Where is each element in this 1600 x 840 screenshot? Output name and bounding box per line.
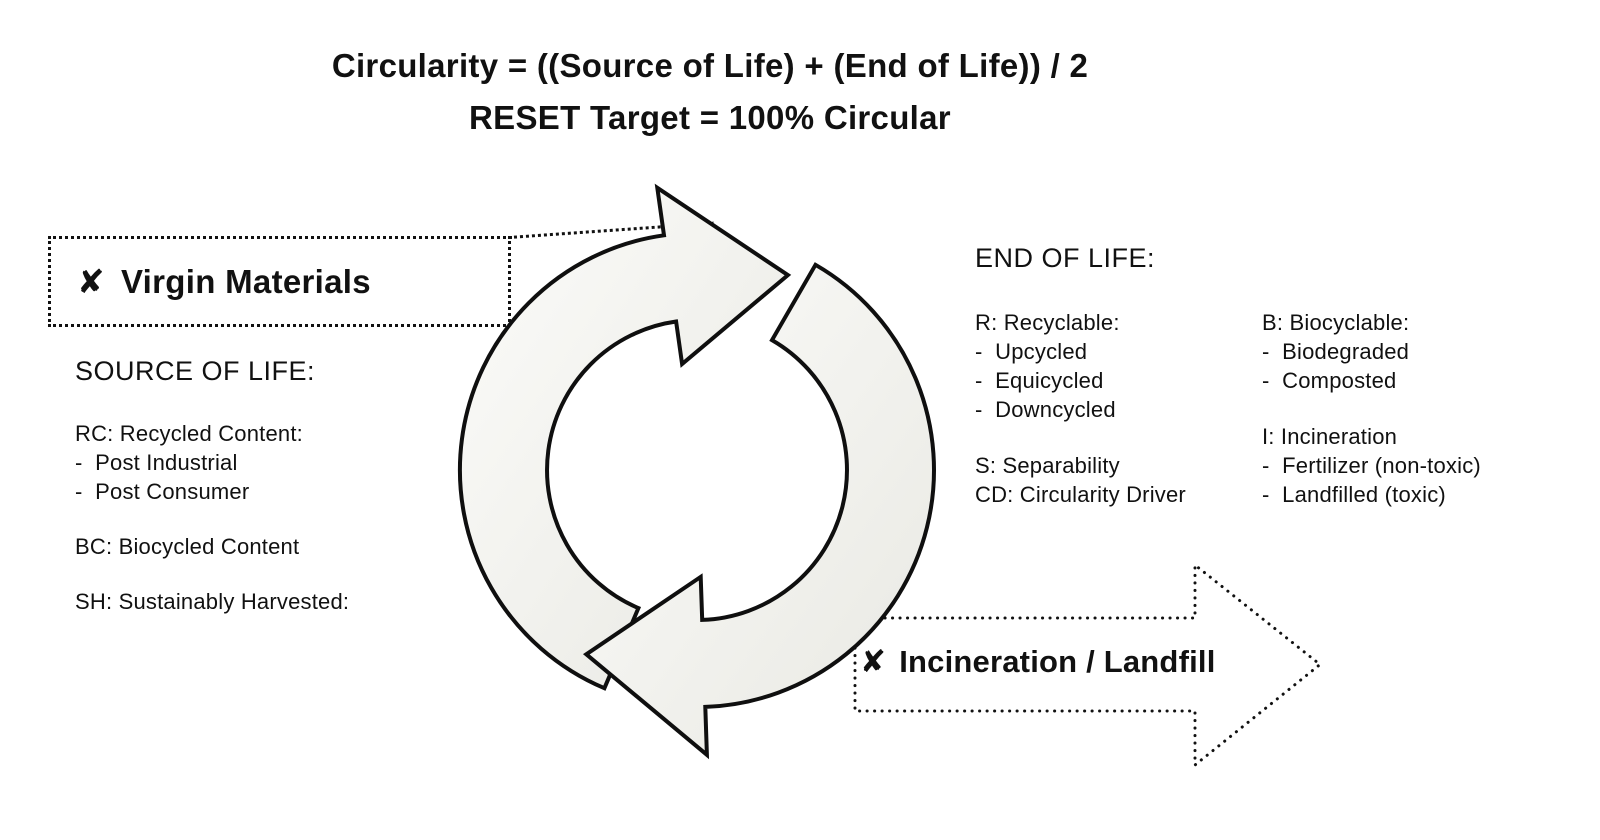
text-line: - Post Industrial: [75, 450, 238, 475]
recycled-content-group: RC: Recycled Content: - Post Industrial …: [75, 419, 349, 506]
cycle-arrows-icon: [457, 183, 936, 760]
source-of-life-heading: SOURCE OF LIFE:: [75, 356, 316, 386]
source-of-life-panel: SOURCE OF LIFE: RC: Recycled Content: - …: [75, 356, 349, 616]
text-line: RC: Recycled Content:: [75, 421, 303, 446]
text-line: SH: Sustainably Harvested:: [75, 589, 350, 614]
recyclable-group: R: Recyclable: - Upcycled - Equicycled -…: [975, 308, 1186, 424]
biocyclable-group: B: Biocyclable: - Biodegraded - Composte…: [1262, 308, 1481, 395]
separability-group: S: Separability CD: Circularity Driver: [975, 451, 1186, 509]
virgin-materials-label: Virgin Materials: [120, 262, 371, 300]
end-of-life-column-2: B: Biocyclable: - Biodegraded - Composte…: [1262, 308, 1481, 509]
text-line: - Downcycled: [975, 397, 1116, 422]
virgin-materials-box: ✘ Virgin Materials: [48, 236, 511, 327]
text-line: - Upcycled: [975, 339, 1088, 364]
end-of-life-column-1: R: Recyclable: - Upcycled - Equicycled -…: [975, 308, 1186, 509]
text-line: I: Incineration: [1262, 424, 1398, 449]
text-line: R: Recyclable:: [975, 310, 1120, 335]
incineration-landfill-label: Incineration / Landfill: [899, 644, 1216, 679]
text-line: CD: Circularity Driver: [975, 482, 1186, 507]
diagram-title: Circularity = ((Source of Life) + (End o…: [0, 46, 1420, 138]
text-line: - Landfilled (toxic): [1262, 482, 1446, 507]
text-line: - Biodegraded: [1262, 339, 1410, 364]
text-line: B: Biocyclable:: [1262, 310, 1410, 335]
biocycled-content-group: BC: Biocycled Content: [75, 532, 349, 561]
end-of-life-heading: END OF LIFE:: [975, 243, 1156, 273]
diagram-title-formula: Circularity = ((Source of Life) + (End o…: [331, 47, 1089, 84]
text-line: S: Separability: [975, 453, 1120, 478]
text-line: - Fertilizer (non-toxic): [1262, 453, 1481, 478]
incineration-landfill-text: ✘ Incineration / Landfill: [860, 644, 1300, 680]
cycle-arrow-top: [457, 183, 792, 691]
sustainably-harvested-group: SH: Sustainably Harvested:: [75, 587, 349, 616]
cross-icon: ✘: [77, 263, 105, 300]
incineration-group: I: Incineration - Fertilizer (non-toxic)…: [1262, 422, 1481, 509]
cycle-arrow-bottom: [582, 262, 936, 760]
diagram-title-target: RESET Target = 100% Circular: [469, 99, 951, 136]
text-line: BC: Biocycled Content: [75, 534, 300, 559]
cross-icon: ✘: [860, 644, 887, 679]
text-line: - Composted: [1262, 368, 1397, 393]
text-line: - Post Consumer: [75, 479, 250, 504]
incineration-arrow-outline: [853, 563, 1322, 767]
text-line: - Equicycled: [975, 368, 1104, 393]
incineration-arrow-path: [853, 563, 1322, 767]
virgin-materials-text: ✘ Virgin Materials: [77, 262, 371, 301]
